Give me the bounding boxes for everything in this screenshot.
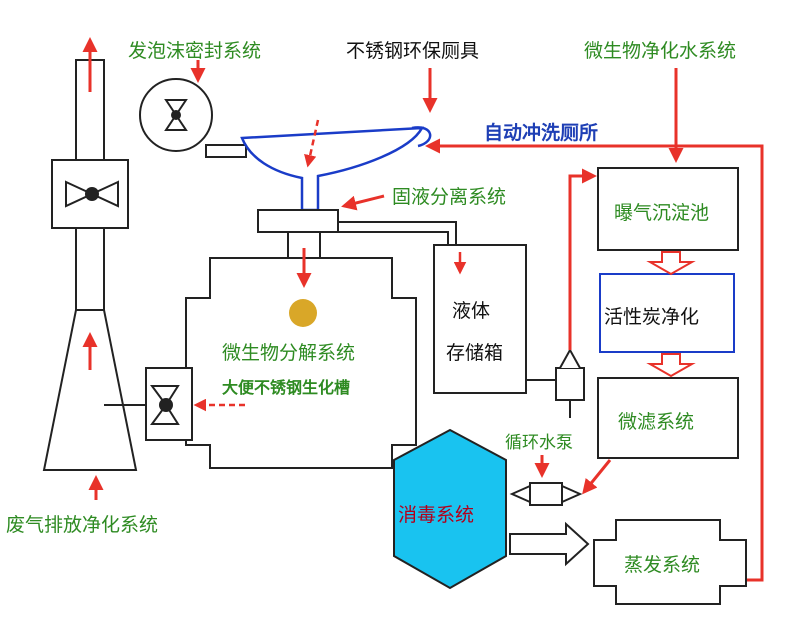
storage-label-2: 存储箱 bbox=[446, 342, 504, 364]
disinfection-label: 消毒系统 bbox=[398, 504, 475, 526]
auto-flush-label: 自动冲洗厕所 bbox=[484, 122, 599, 144]
toilet-rim bbox=[411, 126, 432, 148]
pump-nozzle bbox=[559, 347, 581, 369]
separator-head bbox=[257, 209, 339, 233]
pump-arrow-left bbox=[509, 484, 531, 504]
exhaust-label: 废气排放净化系统 bbox=[6, 514, 159, 536]
tank-valve-center bbox=[159, 398, 173, 412]
toilet-bowl bbox=[240, 126, 425, 212]
evaporation-box bbox=[593, 519, 747, 605]
filter-to-pump-arrow bbox=[582, 459, 612, 495]
micro-decomp-label: 微生物分解系统 bbox=[222, 342, 356, 364]
liquid-storage-box bbox=[433, 244, 527, 394]
disinfection-hexagon bbox=[393, 428, 507, 590]
microfilter-label: 微滤系统 bbox=[618, 411, 695, 433]
separator-arrow bbox=[341, 194, 385, 211]
chimney-base bbox=[42, 309, 138, 471]
to-evaporation-arrow bbox=[509, 521, 590, 567]
return-to-toilet bbox=[425, 138, 764, 582]
aeration-label: 曝气沉淀池 bbox=[614, 202, 710, 224]
loop-up-to-aeration bbox=[568, 168, 597, 350]
waste-dot bbox=[289, 299, 317, 327]
carbon-label: 活性炭净化 bbox=[604, 306, 700, 328]
solid-liquid-label: 固液分离系统 bbox=[392, 186, 507, 208]
carbon-box bbox=[599, 273, 735, 353]
micro-water-label: 微生物净化水系统 bbox=[584, 40, 737, 62]
evaporation-label: 蒸发系统 bbox=[624, 554, 701, 576]
aeration-box bbox=[597, 167, 739, 251]
microfilter-box bbox=[597, 377, 739, 459]
storage-pump bbox=[555, 367, 585, 401]
circulation-pump bbox=[529, 482, 563, 506]
foam-pump-outlet bbox=[205, 144, 247, 158]
tank-valve-icon bbox=[150, 385, 180, 425]
chimney-valve-center bbox=[85, 187, 99, 201]
foam-pump-center bbox=[171, 110, 181, 120]
storage-label-1: 液体 bbox=[452, 300, 491, 322]
flush-dashed-arrow bbox=[304, 119, 320, 168]
down-arrow-1 bbox=[646, 251, 696, 276]
biochem-tank bbox=[185, 257, 417, 469]
down-arrow-2 bbox=[646, 353, 696, 378]
stainless-toilet-label: 不锈钢环保厕具 bbox=[346, 40, 480, 62]
foam-seal-label: 发泡沫密封系统 bbox=[128, 40, 262, 62]
circulation-pump-label: 循环水泵 bbox=[505, 433, 573, 453]
tank-name-label: 大便不锈钢生化槽 bbox=[222, 378, 351, 397]
pump-arrow-right bbox=[561, 484, 583, 504]
